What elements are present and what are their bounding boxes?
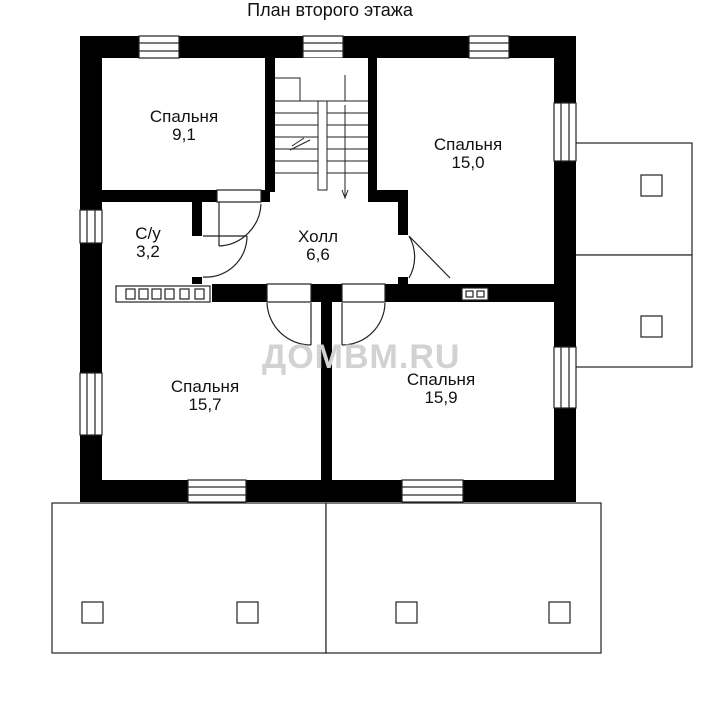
room-name: Холл	[297, 227, 339, 246]
room-label-bathroom: С/у 3,2	[135, 225, 161, 261]
roof-east	[567, 142, 693, 368]
room-area: 15,7	[188, 395, 222, 414]
room-area: 9,1	[172, 125, 196, 144]
watermark: ДОМВМ.RU	[262, 338, 461, 376]
room-area: 15,9	[424, 388, 458, 407]
windows	[79, 35, 577, 503]
bath-fixtures	[115, 285, 211, 303]
vent-icon	[461, 287, 489, 301]
room-label-bedroom-sw: Спальня 15,7	[171, 378, 239, 414]
room-name: Спальня	[406, 370, 476, 389]
room-area: 6,6	[306, 245, 330, 264]
room-name: С/у	[135, 224, 161, 243]
room-name: Спальня	[433, 135, 503, 154]
plan-title: План второго этажа	[247, 0, 413, 20]
roof-south	[51, 502, 602, 654]
room-area: 15,0	[451, 153, 485, 172]
room-area: 3,2	[136, 242, 160, 261]
room-name: Спальня	[149, 107, 219, 126]
doors	[202, 189, 451, 346]
room-name: Спальня	[170, 377, 240, 396]
room-label-hall: Холл 6,6	[298, 228, 338, 264]
room-label-bedroom-nw: Спальня 9,1	[150, 108, 218, 144]
room-label-bedroom-se: Спальня 15,9	[407, 371, 475, 407]
staircase	[275, 58, 368, 200]
room-label-bedroom-ne: Спальня 15,0	[434, 136, 502, 172]
